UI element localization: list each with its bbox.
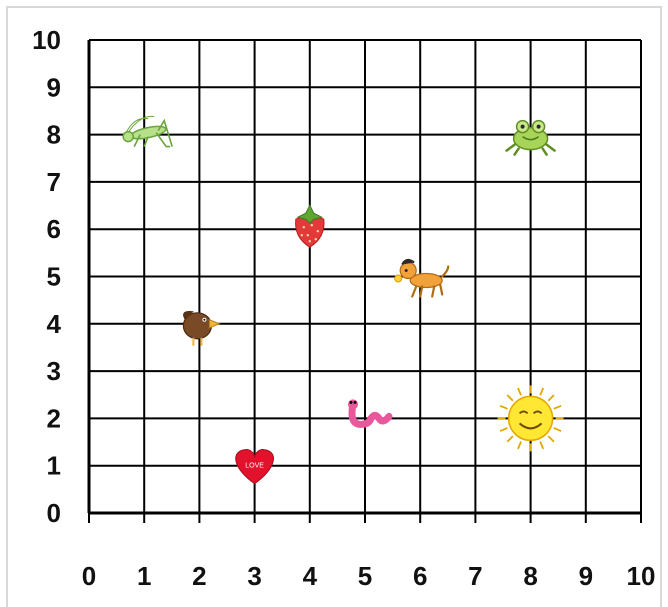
x-tick-label: 9 <box>579 561 593 591</box>
plotted-points: LOVE <box>123 116 563 483</box>
x-tick-label: 7 <box>468 561 482 591</box>
x-tick-label: 10 <box>627 561 656 591</box>
y-tick-label: 10 <box>32 25 61 55</box>
worm-icon <box>348 399 389 424</box>
x-tick-label: 5 <box>358 561 372 591</box>
strawberry-icon <box>296 205 324 247</box>
grasshopper-icon <box>123 116 172 146</box>
x-tick-label: 6 <box>413 561 427 591</box>
x-tick-label: 1 <box>137 561 151 591</box>
bird-icon <box>183 311 219 345</box>
x-tick-labels: 0 1 2 3 4 5 6 7 8 9 10 <box>82 561 656 591</box>
grid-lines <box>89 40 641 523</box>
y-tick-label: 9 <box>47 72 61 102</box>
y-tick-labels: 0 1 2 3 4 5 6 7 8 9 10 <box>32 25 61 528</box>
x-tick-label: 8 <box>523 561 537 591</box>
y-tick-label: 3 <box>47 356 61 386</box>
dog-icon <box>395 260 449 297</box>
y-tick-label: 5 <box>47 262 61 292</box>
y-tick-label: 8 <box>47 120 61 150</box>
y-tick-label: 1 <box>47 451 61 481</box>
y-tick-label: 2 <box>47 403 61 433</box>
x-tick-label: 4 <box>303 561 318 591</box>
x-tick-label: 3 <box>247 561 261 591</box>
y-tick-label: 4 <box>47 309 62 339</box>
y-tick-label: 0 <box>47 498 61 528</box>
x-tick-label: 2 <box>192 561 206 591</box>
x-tick-label: 0 <box>82 561 96 591</box>
heart-label: LOVE <box>245 463 264 470</box>
y-tick-label: 7 <box>47 167 61 197</box>
y-tick-label: 6 <box>47 214 61 244</box>
